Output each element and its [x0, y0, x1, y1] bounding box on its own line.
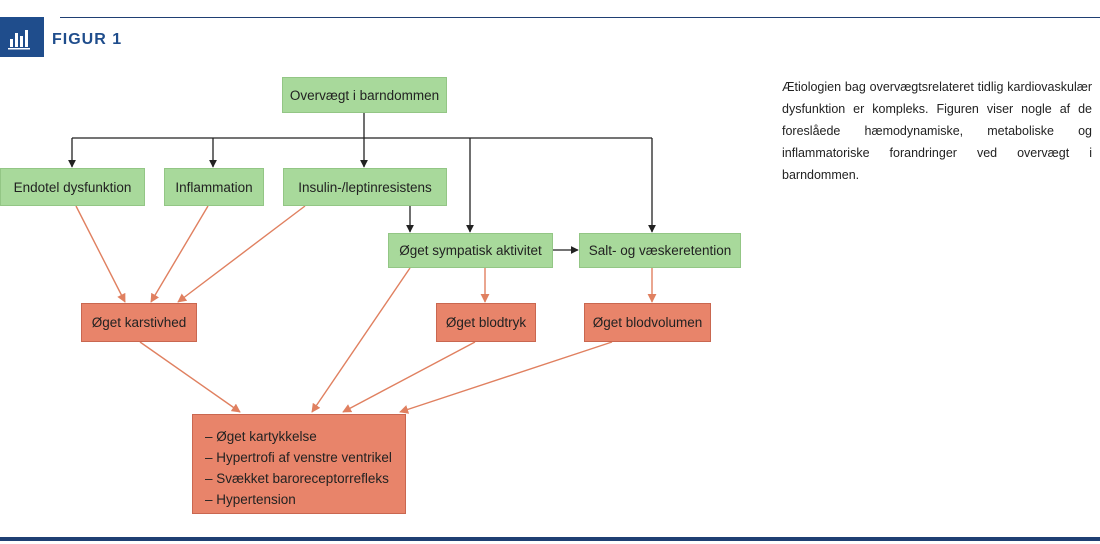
figure-tab [0, 17, 44, 57]
node-inflammation-label: Inflammation [175, 179, 253, 195]
figure-caption: Ætiologien bag overvægtsrelateret tidlig… [782, 80, 1092, 182]
node-sympatisk-label: Øget sympatisk aktivitet [399, 243, 542, 258]
node-karstivhed-label: Øget karstivhed [91, 315, 187, 330]
outcome-item: – Svækket baroreceptorrefleks [205, 471, 389, 486]
node-overvaegt: Overvægt i barndommen [282, 77, 447, 113]
edge-blodvolumen-outcome [399, 341, 613, 414]
node-blodvolumen: Øget blodvolumen [584, 303, 711, 342]
edge-blodtryk-outcome [342, 341, 476, 413]
header-rule [60, 17, 1100, 18]
outcome-item: – Øget kartykkelse [205, 429, 317, 444]
node-inflammation: Inflammation [164, 168, 264, 206]
outcome-item: – Hypertrofi af venstre ventrikel [205, 450, 392, 465]
bar-chart-icon [8, 30, 30, 50]
edge-inflammation-karstivhed [150, 205, 209, 303]
node-blodvolumen-label: Øget blodvolumen [592, 315, 703, 330]
edge-insulin-karstivhed [177, 205, 306, 303]
figure-label: FIGUR 1 [52, 31, 123, 48]
node-endotel-label: Endotel dysfunktion [13, 179, 132, 195]
node-insulin-label: Insulin-/leptinresistens [298, 179, 432, 195]
node-insulin: Insulin-/leptinresistens [283, 168, 447, 206]
node-blodtryk: Øget blodtryk [436, 303, 536, 342]
outcome-item: – Hypertension [205, 492, 296, 507]
edge-karstivhed-outcome [139, 341, 241, 413]
edge-endotel-karstivhed [75, 205, 126, 303]
node-overvaegt-label: Overvægt i barndommen [289, 87, 440, 103]
node-outcomes: – Øget kartykkelse – Hypertrofi af venst… [192, 414, 406, 514]
outcomes-list: – Øget kartykkelse – Hypertrofi af venst… [205, 426, 405, 510]
node-endotel: Endotel dysfunktion [0, 168, 145, 206]
node-salt-label: Salt- og væskeretention [588, 243, 732, 258]
edge-sympatisk-outcome [311, 267, 411, 413]
node-sympatisk: Øget sympatisk aktivitet [388, 233, 553, 268]
node-salt: Salt- og væskeretention [579, 233, 741, 268]
footer-rule [0, 537, 1100, 541]
node-blodtryk-label: Øget blodtryk [445, 315, 527, 330]
node-karstivhed: Øget karstivhed [81, 303, 197, 342]
